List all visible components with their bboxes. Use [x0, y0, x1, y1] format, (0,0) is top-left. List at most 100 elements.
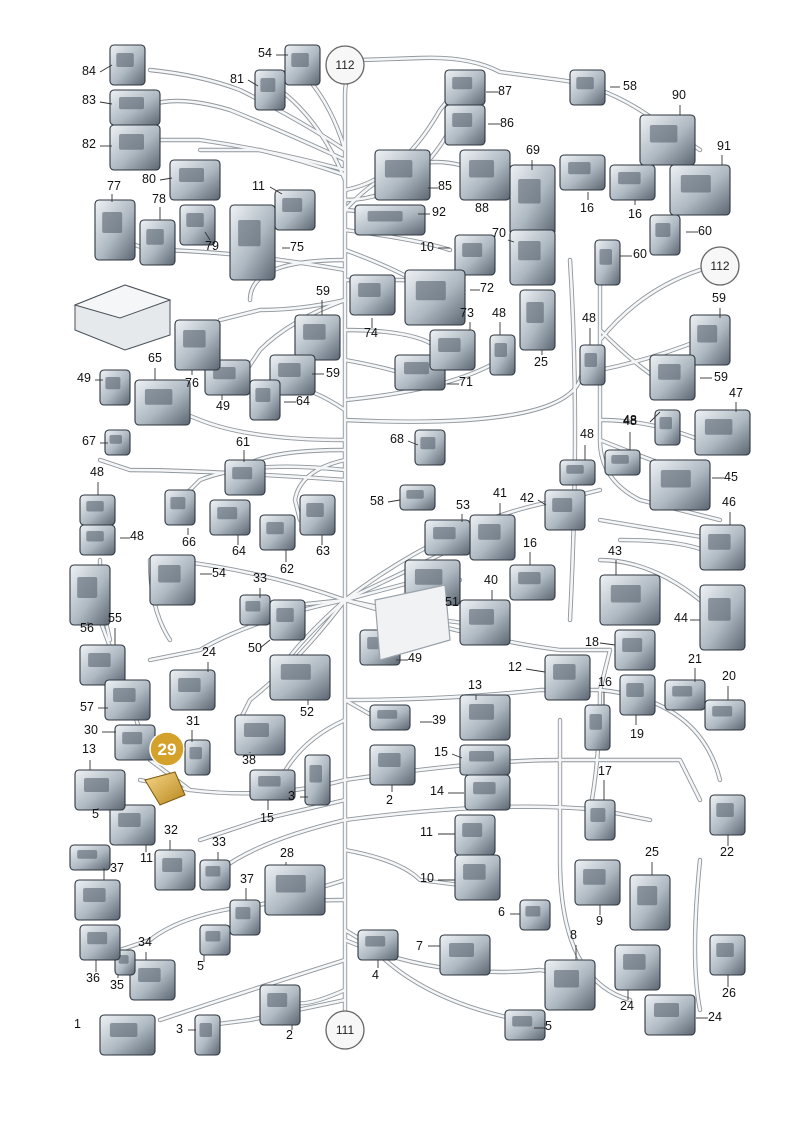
connector-part-83[interactable]	[109, 89, 161, 126]
connector-part-15[interactable]	[459, 744, 511, 776]
connector-part-91[interactable]	[669, 164, 731, 216]
connector-part-81[interactable]	[254, 69, 286, 111]
connector-part-80[interactable]	[169, 159, 221, 201]
connector-part-28[interactable]	[264, 864, 326, 916]
connector-part-84[interactable]	[109, 44, 146, 86]
connector-part-10[interactable]	[454, 854, 501, 901]
connector-part-49[interactable]	[99, 369, 131, 406]
connector-part-45[interactable]	[649, 459, 711, 511]
connector-part-19[interactable]	[619, 674, 656, 716]
connector-part-90[interactable]	[639, 114, 696, 166]
connector-part-58[interactable]	[569, 69, 606, 106]
connector-part-71[interactable]	[394, 354, 446, 391]
connector-part-60[interactable]	[649, 214, 681, 256]
connector-part-36[interactable]	[79, 924, 121, 961]
connector-part-64[interactable]	[209, 499, 251, 536]
connector-part-24[interactable]	[169, 669, 216, 711]
connector-part-15[interactable]	[249, 769, 296, 801]
connector-part-76[interactable]	[174, 319, 221, 371]
connector-part-7[interactable]	[439, 934, 491, 976]
connector-part-42[interactable]	[544, 489, 586, 531]
connector-part-74[interactable]	[349, 274, 396, 316]
connector-part-50[interactable]	[269, 599, 306, 641]
connector-part-24[interactable]	[614, 944, 661, 991]
connector-part-12[interactable]	[544, 654, 591, 701]
connector-part-92[interactable]	[354, 204, 426, 236]
connector-part-20[interactable]	[704, 699, 746, 731]
connector-part-37[interactable]	[74, 879, 121, 921]
connector-part-70[interactable]	[509, 229, 556, 286]
connector-part-3[interactable]	[194, 1014, 221, 1056]
connector-part-53[interactable]	[424, 519, 471, 556]
connector-part-13[interactable]	[459, 694, 511, 741]
connector-part-48[interactable]	[579, 344, 606, 386]
connector-part-66[interactable]	[164, 489, 196, 526]
connector-part-69[interactable]	[509, 164, 556, 236]
connector-part-61[interactable]	[224, 459, 266, 496]
connector-part-24[interactable]	[644, 994, 696, 1036]
connector-part-37[interactable]	[229, 899, 261, 936]
connector-part-16[interactable]	[584, 704, 611, 751]
connector-part-5[interactable]	[504, 1009, 546, 1041]
connector-part-2[interactable]	[259, 984, 301, 1026]
connector-part-54[interactable]	[149, 554, 196, 606]
connector-part-3[interactable]	[304, 754, 331, 806]
connector-part-65[interactable]	[134, 379, 191, 426]
connector-part-11[interactable]	[454, 814, 496, 856]
connector-part-48[interactable]	[79, 524, 116, 556]
connector-part-43[interactable]	[599, 574, 661, 626]
connector-part-72[interactable]	[404, 269, 466, 326]
connector-part-82[interactable]	[109, 124, 161, 171]
connector-part-41[interactable]	[469, 514, 516, 561]
connector-part-18[interactable]	[614, 629, 656, 671]
connector-part-33[interactable]	[199, 859, 231, 891]
connector-part-25[interactable]	[519, 289, 556, 351]
connector-part-34[interactable]	[129, 959, 176, 1001]
highlight-badge[interactable]: 29	[149, 731, 185, 767]
connector-part-11[interactable]	[109, 804, 156, 846]
connector-part-87[interactable]	[444, 69, 486, 106]
connector-part-17[interactable]	[584, 799, 616, 841]
connector-part-58[interactable]	[399, 484, 436, 511]
connector-part-38[interactable]	[234, 714, 286, 756]
connector-part-30[interactable]	[114, 724, 156, 761]
connector-part-64[interactable]	[249, 379, 281, 421]
connector-part-5[interactable]	[69, 844, 111, 871]
connector-part-33[interactable]	[239, 594, 271, 626]
connector-part-46[interactable]	[699, 524, 746, 571]
connector-part-14[interactable]	[464, 774, 511, 811]
connector-part-25[interactable]	[629, 874, 671, 931]
connector-part-55[interactable]	[79, 644, 126, 686]
connector-part-59[interactable]	[649, 354, 696, 401]
connector-part-48[interactable]	[559, 459, 596, 486]
connector-part-86[interactable]	[444, 104, 486, 146]
connector-part-79[interactable]	[179, 204, 216, 246]
connector-part-16[interactable]	[559, 154, 606, 191]
connector-part-68[interactable]	[414, 429, 446, 466]
connector-part-22[interactable]	[709, 794, 746, 836]
connector-part-5[interactable]	[199, 924, 231, 956]
connector-part-4[interactable]	[357, 929, 399, 961]
connector-part-57[interactable]	[104, 679, 151, 721]
connector-part-77[interactable]	[94, 199, 136, 261]
connector-part-63[interactable]	[299, 494, 336, 536]
connector-part-32[interactable]	[154, 849, 196, 891]
connector-part-59[interactable]	[269, 354, 316, 396]
connector-part-59[interactable]	[689, 314, 731, 366]
highlighted-part-29[interactable]	[144, 771, 186, 806]
connector-part-48[interactable]	[79, 494, 116, 526]
connector-part-75[interactable]	[229, 204, 276, 281]
connector-part-39[interactable]	[369, 704, 411, 731]
connector-part-21[interactable]	[664, 679, 706, 711]
connector-part-6[interactable]	[519, 899, 551, 931]
connector-part-8[interactable]	[544, 959, 596, 1011]
connector-part-56[interactable]	[69, 564, 111, 626]
connector-part-60[interactable]	[594, 239, 621, 286]
connector-part-31[interactable]	[184, 739, 211, 776]
connector-part-2[interactable]	[369, 744, 416, 786]
connector-part-85[interactable]	[374, 149, 431, 201]
connector-part-10[interactable]	[454, 234, 496, 276]
connector-part-11[interactable]	[274, 189, 316, 231]
connector-part-9[interactable]	[574, 859, 621, 906]
connector-part-16[interactable]	[509, 564, 556, 601]
